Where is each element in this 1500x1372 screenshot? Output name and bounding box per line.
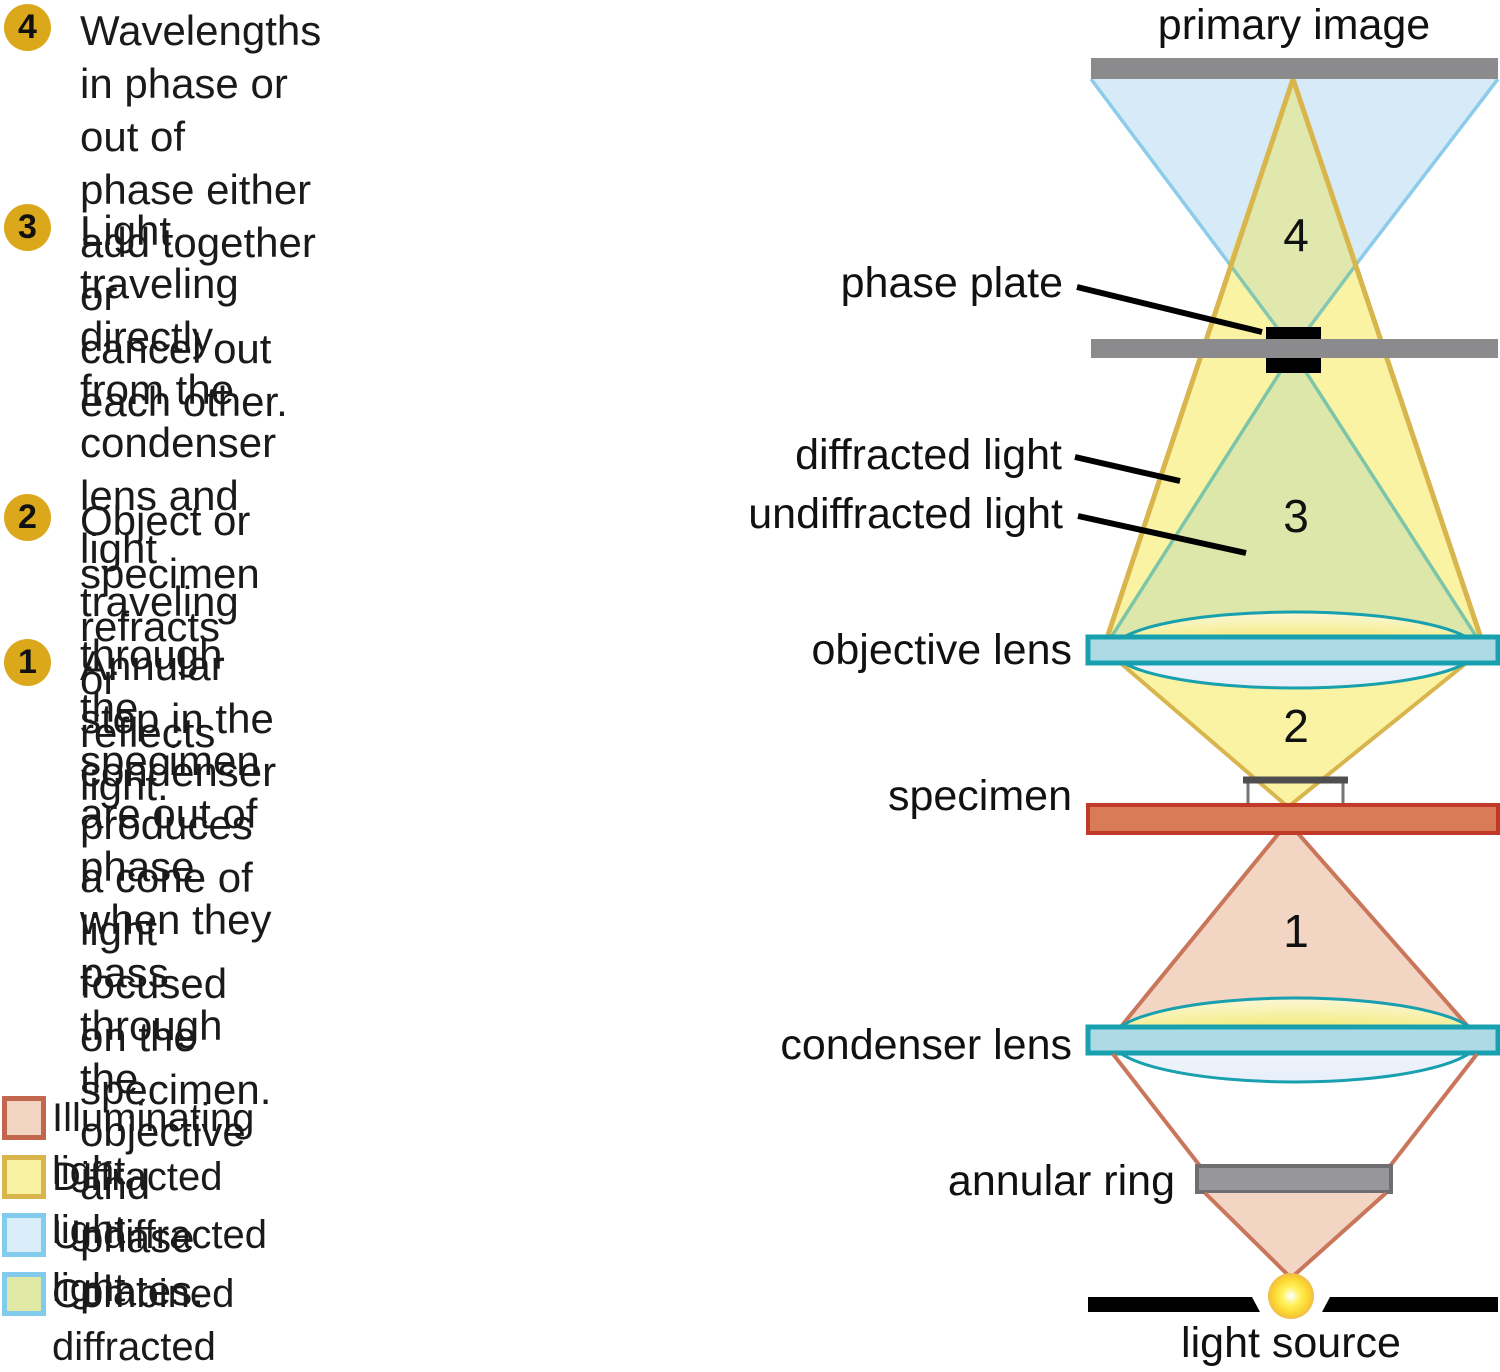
step-4-number: 4 — [18, 8, 37, 46]
illuminating-cone-lower-lines — [1203, 1191, 1388, 1280]
undiffracted-light-swatch — [2, 1213, 46, 1257]
step-2-text: Object or specimen refracts or reflects … — [80, 497, 260, 809]
condenser-lens-bar — [1085, 1024, 1500, 1056]
region-2-number: 2 — [1283, 700, 1309, 752]
phase-plate-pointer-line — [1076, 284, 1263, 335]
region-1-number: 1 — [1283, 905, 1309, 957]
specimen-box-sides — [1246, 783, 1345, 806]
illuminating-cone-outline-lines — [1111, 1052, 1479, 1168]
step-3-number: 3 — [18, 208, 37, 246]
illuminating-light-label: Illuminating light — [52, 1096, 255, 1193]
illuminating-cone-upper-lines — [1108, 820, 1482, 1042]
diffracted-light-legend-label: Diffracted light — [52, 1155, 223, 1252]
specimen-label: specimen — [887, 772, 1072, 820]
light-source-label: light source — [1181, 1319, 1401, 1367]
objective-lens-label: objective lens — [811, 626, 1072, 674]
undiffracted-light-legend-label: Undiffracted light — [52, 1213, 267, 1310]
combined-light-triangle — [1103, 352, 1485, 650]
undiffracted-boundary-lines — [1089, 77, 1500, 264]
diffracted-light-swatch — [2, 1155, 46, 1199]
light-source-left-shield — [1088, 1297, 1260, 1312]
primary-image-bar — [1091, 58, 1498, 79]
primary-image-label: primary image — [1157, 1, 1431, 49]
step-3-text: Light traveling directly from the conden… — [80, 207, 277, 1314]
combined-light-legend-label: Combined diffracted and undiffracted lig… — [52, 1272, 235, 1369]
phase-plate-bar — [1091, 339, 1498, 358]
illuminating-light-swatch — [2, 1096, 46, 1140]
diffracted-light-pointer-line — [1074, 454, 1181, 484]
step-4-text: Wavelengths in phase or out of phase eit… — [80, 7, 322, 425]
step-3-badge: 3 — [4, 204, 51, 251]
step-1-number: 1 — [18, 643, 37, 681]
region-4-number: 4 — [1283, 209, 1309, 261]
step-4-badge: 4 — [4, 4, 51, 51]
phase-plate-label: phase plate — [840, 259, 1063, 307]
undiffracted-light-label: undiffracted light — [748, 490, 1063, 538]
region-3-number: 3 — [1283, 490, 1309, 542]
combined-light-swatch — [2, 1272, 46, 1316]
light-source-bulb — [1268, 1273, 1314, 1319]
phase-ring-upper-segment — [1266, 327, 1321, 339]
phase-ring-lower-segment — [1266, 358, 1321, 373]
undiffracted-light-pointer-line — [1077, 513, 1247, 556]
annular-ring-bar — [1195, 1164, 1393, 1194]
combined-light-diamond — [1228, 79, 1358, 350]
condenser-lens-label: condenser lens — [780, 1021, 1072, 1069]
step-1-text: Annular stop in the condenser produces a… — [80, 642, 277, 1113]
objective-lens-bar — [1085, 634, 1500, 666]
step-2-badge: 2 — [4, 494, 51, 541]
step-2-number: 2 — [18, 498, 37, 536]
annular-ring-label: annular ring — [947, 1157, 1175, 1205]
step-1-badge: 1 — [4, 639, 51, 686]
light-source-right-shield — [1322, 1297, 1498, 1312]
illuminating-cone-upper — [1110, 822, 1480, 1040]
diffracted-light-label: diffracted light — [795, 431, 1062, 479]
illuminating-cone-lower — [1205, 1193, 1386, 1278]
specimen-bar — [1086, 803, 1500, 835]
specimen-light-cone — [1103, 648, 1485, 807]
